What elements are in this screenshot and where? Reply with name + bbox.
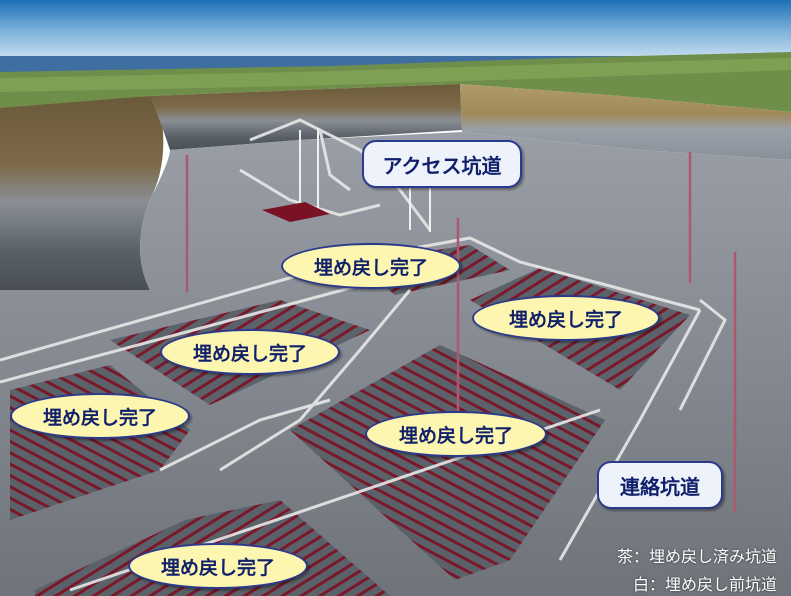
legend-backfilled: 茶：埋め戻し済み坑道 [616,547,777,566]
backfill-done-label-6: 埋め戻し完了 [128,543,308,589]
connecting-tunnel-label: 連絡坑道 [597,461,723,509]
backfill-done-label-5: 埋め戻し完了 [365,411,547,457]
access-tunnel-label: アクセス坑道 [362,140,522,188]
backfill-done-label-1: 埋め戻し完了 [281,243,461,289]
backfill-done-label-3: 埋め戻し完了 [160,329,340,375]
backfill-done-label-4: 埋め戻し完了 [10,393,190,439]
legend-not-backfilled: 白：埋め戻し前坑道 [632,575,777,594]
backfill-done-label-2: 埋め戻し完了 [472,295,660,341]
